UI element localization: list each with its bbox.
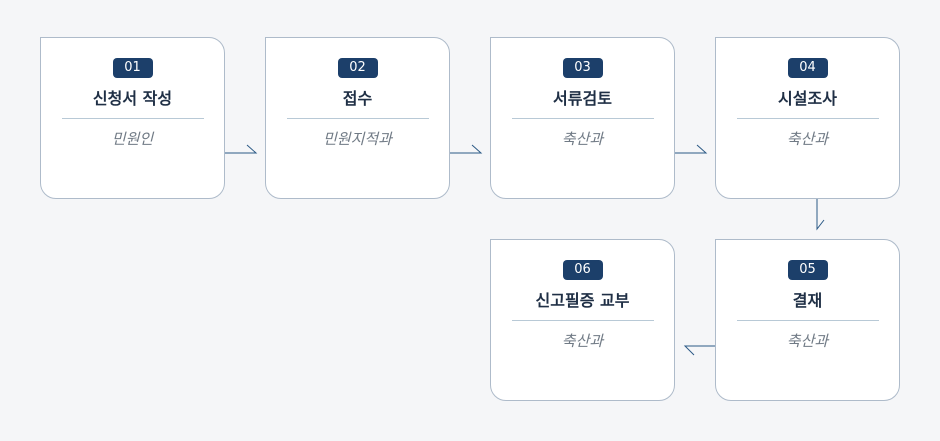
step-title: 시설조사 bbox=[778, 89, 837, 108]
step-6: 06 신고필증 교부 축산과 bbox=[490, 239, 675, 401]
step-department: 민원인 bbox=[111, 130, 154, 148]
step-title: 신고필증 교부 bbox=[535, 291, 630, 310]
step-divider bbox=[286, 118, 429, 119]
arrow-right-icon bbox=[675, 144, 708, 154]
arrow-right-icon bbox=[450, 144, 483, 154]
step-title: 접수 bbox=[342, 89, 373, 108]
step-5: 05 결재 축산과 bbox=[715, 239, 900, 401]
step-divider bbox=[736, 118, 879, 119]
step-title: 서류검토 bbox=[553, 89, 612, 108]
step-number-badge: 06 bbox=[562, 260, 603, 280]
step-department: 민원지적과 bbox=[322, 130, 392, 148]
step-divider bbox=[61, 118, 204, 119]
arrow-left-icon bbox=[683, 345, 715, 356]
step-department: 축산과 bbox=[786, 130, 829, 148]
step-number-badge: 03 bbox=[562, 58, 603, 78]
step-number-badge: 02 bbox=[337, 58, 378, 78]
step-number-badge: 01 bbox=[112, 58, 153, 78]
step-2: 02 접수 민원지적과 bbox=[265, 37, 450, 199]
step-divider bbox=[736, 320, 879, 321]
step-divider bbox=[511, 320, 654, 321]
arrow-right-icon bbox=[225, 144, 258, 154]
step-number-badge: 04 bbox=[787, 58, 828, 78]
step-title: 결재 bbox=[792, 291, 823, 310]
step-department: 축산과 bbox=[561, 130, 604, 148]
arrow-down-icon bbox=[816, 199, 825, 231]
step-divider bbox=[511, 118, 654, 119]
step-number-badge: 05 bbox=[787, 260, 828, 280]
step-department: 축산과 bbox=[561, 332, 604, 350]
step-title: 신청서 작성 bbox=[92, 89, 173, 108]
step-3: 03 서류검토 축산과 bbox=[490, 37, 675, 199]
step-4: 04 시설조사 축산과 bbox=[715, 37, 900, 199]
step-1: 01 신청서 작성 민원인 bbox=[40, 37, 225, 199]
step-department: 축산과 bbox=[786, 332, 829, 350]
